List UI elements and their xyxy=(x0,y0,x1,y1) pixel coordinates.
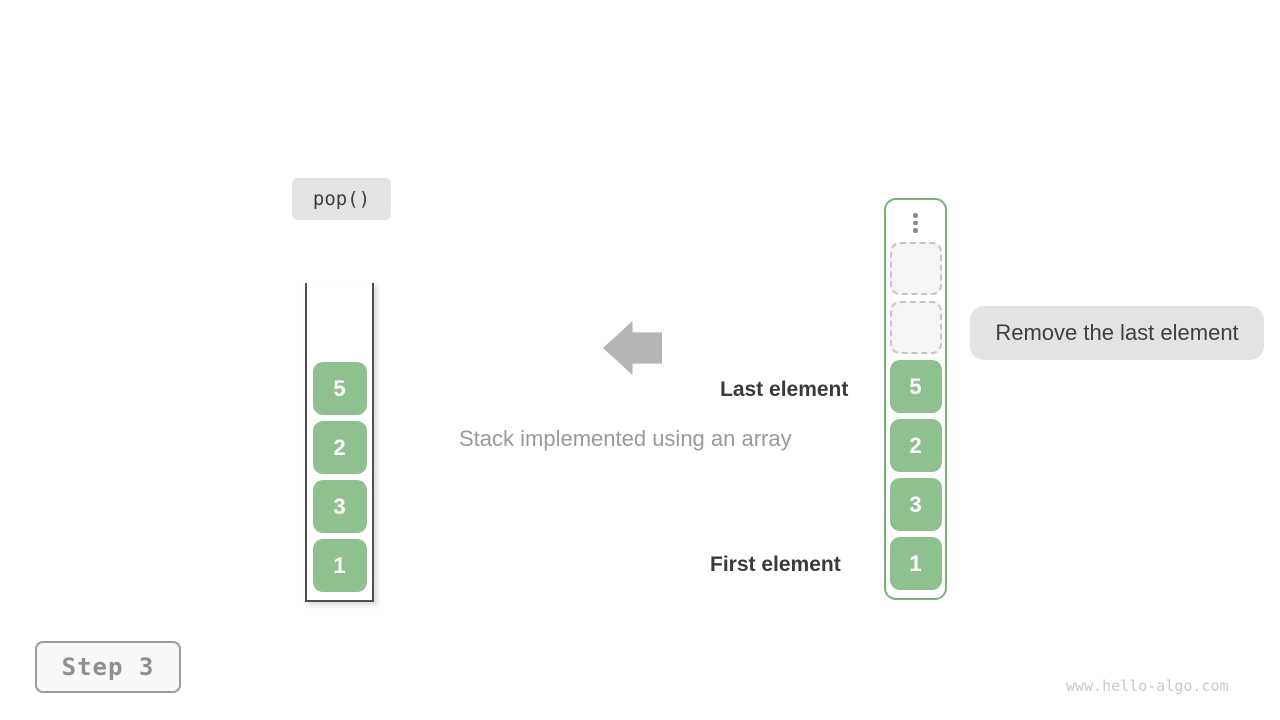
watermark-text: www.hello-algo.com xyxy=(1066,677,1229,695)
empty-array-slot xyxy=(889,242,942,295)
stack-element: 1 xyxy=(312,539,367,592)
stack-element: 5 xyxy=(889,360,942,413)
ellipsis-vertical-icon xyxy=(913,210,918,236)
left-stack-container: 5 2 3 1 xyxy=(305,283,374,602)
empty-array-slot xyxy=(889,301,942,354)
stack-element: 5 xyxy=(312,362,367,415)
arrow-left-icon xyxy=(603,321,662,375)
right-stack-container: 5 2 3 1 xyxy=(884,198,947,600)
step-badge: Step 3 xyxy=(35,641,181,693)
stack-element: 3 xyxy=(312,480,367,533)
remove-note-label: Remove the last element xyxy=(970,306,1264,360)
first-element-label: First element xyxy=(710,553,841,576)
stack-element: 3 xyxy=(889,478,942,531)
stack-element: 2 xyxy=(889,419,942,472)
caption-text: Stack implemented using an array xyxy=(459,426,792,451)
left-stack-items: 5 2 3 1 xyxy=(307,362,372,592)
last-element-label: Last element xyxy=(720,378,849,401)
pop-operation-label: pop() xyxy=(292,178,391,220)
stack-element: 2 xyxy=(312,421,367,474)
stack-element: 1 xyxy=(889,537,942,590)
